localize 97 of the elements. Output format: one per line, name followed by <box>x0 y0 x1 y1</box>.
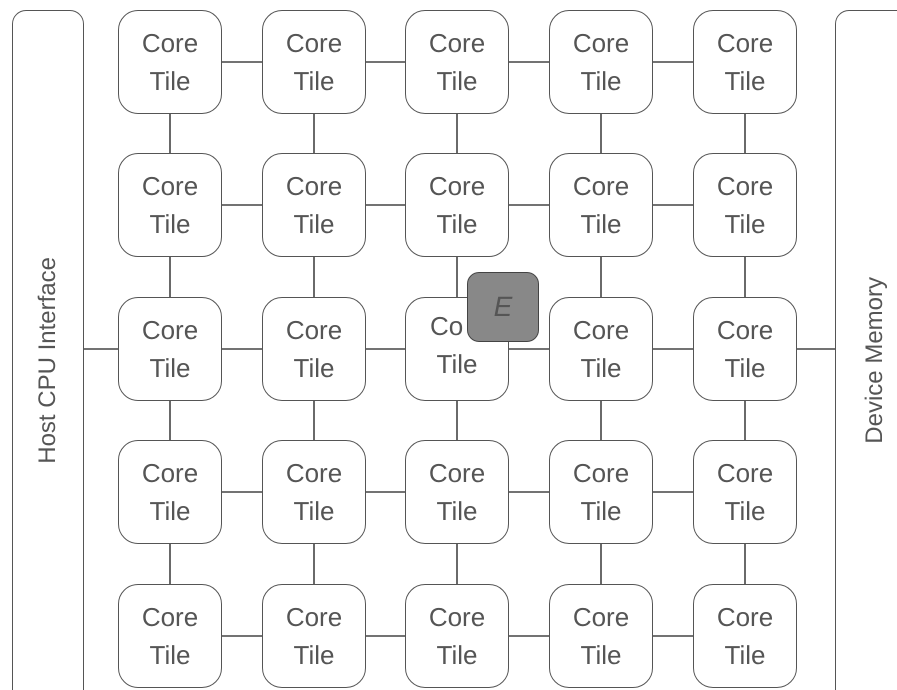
connector-line <box>313 257 315 297</box>
connector-line <box>366 491 405 493</box>
connector-line <box>600 114 602 153</box>
connector-line <box>600 544 602 584</box>
connector-line <box>169 114 171 153</box>
connector-line <box>509 204 549 206</box>
connector-line <box>456 114 458 153</box>
connector-line <box>169 257 171 297</box>
connector-line <box>653 635 693 637</box>
connector-line <box>744 544 746 584</box>
core-tile <box>693 584 797 688</box>
connector-line <box>744 401 746 440</box>
tile-label: Core Tile <box>140 314 200 385</box>
connector-line <box>222 204 262 206</box>
connector-line <box>653 204 693 206</box>
core-tile <box>262 297 366 401</box>
panel-label: Host CPU Interface <box>34 256 62 464</box>
panel-label: Device Memory <box>861 276 889 444</box>
core-tile <box>549 297 653 401</box>
tile-label: Core Tile <box>572 170 630 241</box>
connector-line <box>456 544 458 584</box>
tile-label: Core Tile <box>716 170 774 241</box>
tile-label: Core Tile <box>428 457 486 528</box>
connector-line <box>509 348 549 350</box>
connector-line <box>653 61 693 63</box>
tile-label: Core Tile <box>572 314 630 385</box>
tile-label: Core Tile <box>140 170 200 241</box>
connector-line <box>313 544 315 584</box>
core-tile <box>262 584 366 688</box>
connector-line <box>456 401 458 440</box>
core-tile <box>262 10 366 114</box>
core-tile <box>118 440 222 544</box>
connector-line <box>313 114 315 153</box>
core-tile <box>693 440 797 544</box>
connector-line <box>222 491 262 493</box>
core-tile <box>405 153 509 257</box>
tile-label: Core Tile <box>716 601 774 672</box>
connector-line <box>456 257 458 297</box>
tile-label: Core Tile <box>572 27 630 98</box>
tile-label: Core Tile <box>140 457 200 528</box>
connector-line <box>653 491 693 493</box>
connector-line <box>509 635 549 637</box>
core-tile <box>405 440 509 544</box>
tile-label: Core Tile <box>284 27 344 98</box>
core-tile <box>118 584 222 688</box>
tile-label: Core Tile <box>284 314 344 385</box>
connector-line <box>222 61 262 63</box>
tile-label: Core Tile <box>572 457 630 528</box>
connector-line <box>744 257 746 297</box>
tile-label: Core Tile <box>140 601 200 672</box>
tile-label: Core Tile <box>428 170 486 241</box>
core-tile <box>693 10 797 114</box>
connector-line <box>222 635 262 637</box>
connector-line <box>653 348 693 350</box>
connector-line <box>509 491 549 493</box>
tile-label: Tile <box>436 348 478 381</box>
tile-label: Core Tile <box>716 27 774 98</box>
interface-panel <box>835 10 897 690</box>
interface-panel <box>12 10 84 690</box>
tile-label: Core Tile <box>284 601 344 672</box>
tile-label: Co <box>430 310 464 343</box>
core-tile <box>693 297 797 401</box>
core-tile <box>549 440 653 544</box>
connector-line <box>600 257 602 297</box>
connector-line <box>84 348 118 350</box>
tile-label: Core Tile <box>428 601 486 672</box>
connector-line <box>366 204 405 206</box>
core-tile <box>118 153 222 257</box>
connector-line <box>366 61 405 63</box>
tile-label: Core Tile <box>716 314 774 385</box>
connector-line <box>509 61 549 63</box>
core-tile <box>262 440 366 544</box>
connector-line <box>366 348 405 350</box>
core-tile <box>549 584 653 688</box>
connector-line <box>744 114 746 153</box>
connector-line <box>169 544 171 584</box>
connector-line <box>169 401 171 440</box>
core-tile <box>549 153 653 257</box>
core-tile <box>405 584 509 688</box>
core-tile <box>118 297 222 401</box>
core-tile <box>693 153 797 257</box>
connector-line <box>222 348 262 350</box>
core-tile <box>118 10 222 114</box>
tile-label: Core Tile <box>572 601 630 672</box>
engine-chip <box>467 272 539 342</box>
connector-line <box>600 401 602 440</box>
tile-label: Core Tile <box>428 27 486 98</box>
core-tile <box>262 153 366 257</box>
tile-label: Core Tile <box>140 27 200 98</box>
tile-label: Core Tile <box>284 170 344 241</box>
connector-line <box>366 635 405 637</box>
tile-label: Core Tile <box>716 457 774 528</box>
core-tile <box>549 10 653 114</box>
connector-line <box>313 401 315 440</box>
connector-line <box>797 348 835 350</box>
tile-label: Core Tile <box>284 457 344 528</box>
core-tile <box>405 10 509 114</box>
